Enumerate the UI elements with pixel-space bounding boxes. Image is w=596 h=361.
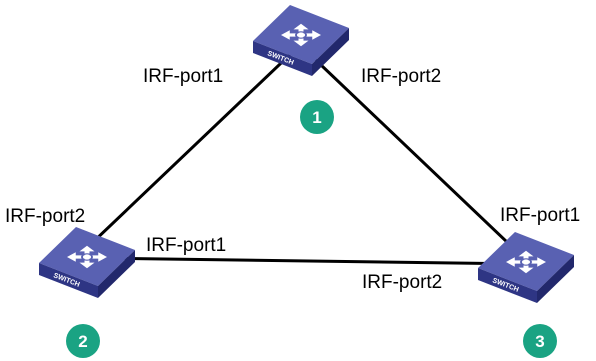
member-id-2: 2	[78, 332, 87, 351]
four-way-arrows-icon	[506, 250, 546, 274]
member-id-1: 1	[312, 108, 321, 127]
switch-3-front-face	[478, 268, 537, 303]
member-id-3: 3	[535, 332, 544, 351]
port-label-switch2-port2: IRF-port2	[5, 206, 85, 227]
switch-1-side-face	[312, 28, 349, 76]
port-label-switch1-port1: IRF-port1	[143, 66, 223, 87]
port-label-switch3-port1: IRF-port1	[500, 205, 580, 226]
switch-3-side-face	[537, 255, 574, 303]
member-badge-3: 3	[523, 324, 557, 358]
switch-1-front-face	[253, 41, 312, 76]
link-2-3	[89, 256, 530, 266]
member-badge-2: 2	[66, 324, 100, 358]
four-way-arrows-icon	[67, 245, 107, 269]
switch-3[interactable]: SWITCH	[478, 232, 574, 303]
link-1-2	[89, 43, 302, 246]
four-way-arrows-icon	[281, 23, 321, 47]
switch-2-side-face	[98, 250, 135, 298]
port-label-switch2-port1: IRF-port1	[146, 235, 226, 256]
switch-2-front-face	[39, 263, 98, 298]
switch-1[interactable]: SWITCH	[253, 5, 349, 76]
link-1-3	[298, 43, 530, 264]
port-label-switch3-port2: IRF-port2	[362, 272, 442, 293]
member-badge-1: 1	[300, 100, 334, 134]
switch-2[interactable]: SWITCH	[39, 227, 135, 298]
port-label-switch1-port2: IRF-port2	[361, 66, 441, 87]
